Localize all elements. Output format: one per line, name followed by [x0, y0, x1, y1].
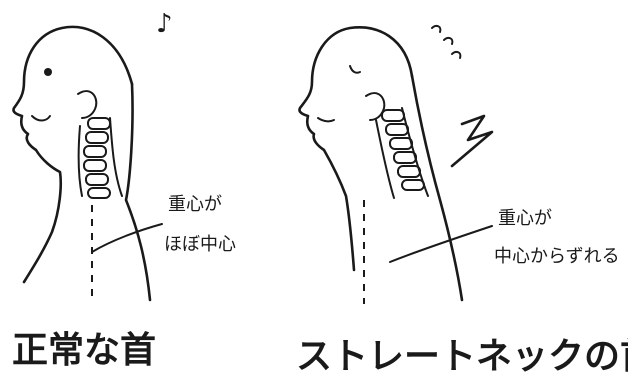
straight-neck-caption: ストレートネックの首: [296, 336, 628, 377]
straight-mouth: [317, 117, 335, 123]
normal-neck-back: [124, 82, 152, 302]
normal-spine-back: [109, 117, 123, 197]
straight-cervical-vertebrae: [381, 109, 425, 191]
straight-annotation-line1: 重心が: [498, 208, 552, 229]
normal-head-outline: [12, 25, 134, 284]
straight-head-outline: [298, 26, 414, 272]
normal-neck-caption: 正常な首: [12, 330, 156, 371]
normal-eye: [44, 68, 52, 76]
normal-annotation-line1: 重心が: [168, 194, 222, 215]
straight-neck-back: [410, 74, 464, 302]
normal-annotation-leader: [91, 223, 163, 253]
normal-cervical-vertebrae: [83, 117, 111, 199]
music-note-icon: ♪: [156, 9, 173, 39]
straight-eye: [349, 65, 361, 74]
normal-neck-figure: [12, 25, 163, 302]
normal-spine-front: [77, 125, 83, 197]
normal-ear: [77, 90, 98, 119]
straight-ear: [365, 92, 386, 121]
lightning-bolt-icon: [450, 114, 494, 168]
straight-annotation-line2: 中心からずれる: [494, 246, 620, 267]
normal-annotation-line2: ほぼ中心: [164, 234, 236, 255]
swirl-lines-icon: [431, 24, 462, 59]
straight-annotation-leader: [389, 225, 493, 263]
normal-mouth: [31, 115, 51, 122]
straight-neck-figure: [298, 26, 493, 304]
straight-spine-front: [375, 119, 395, 199]
